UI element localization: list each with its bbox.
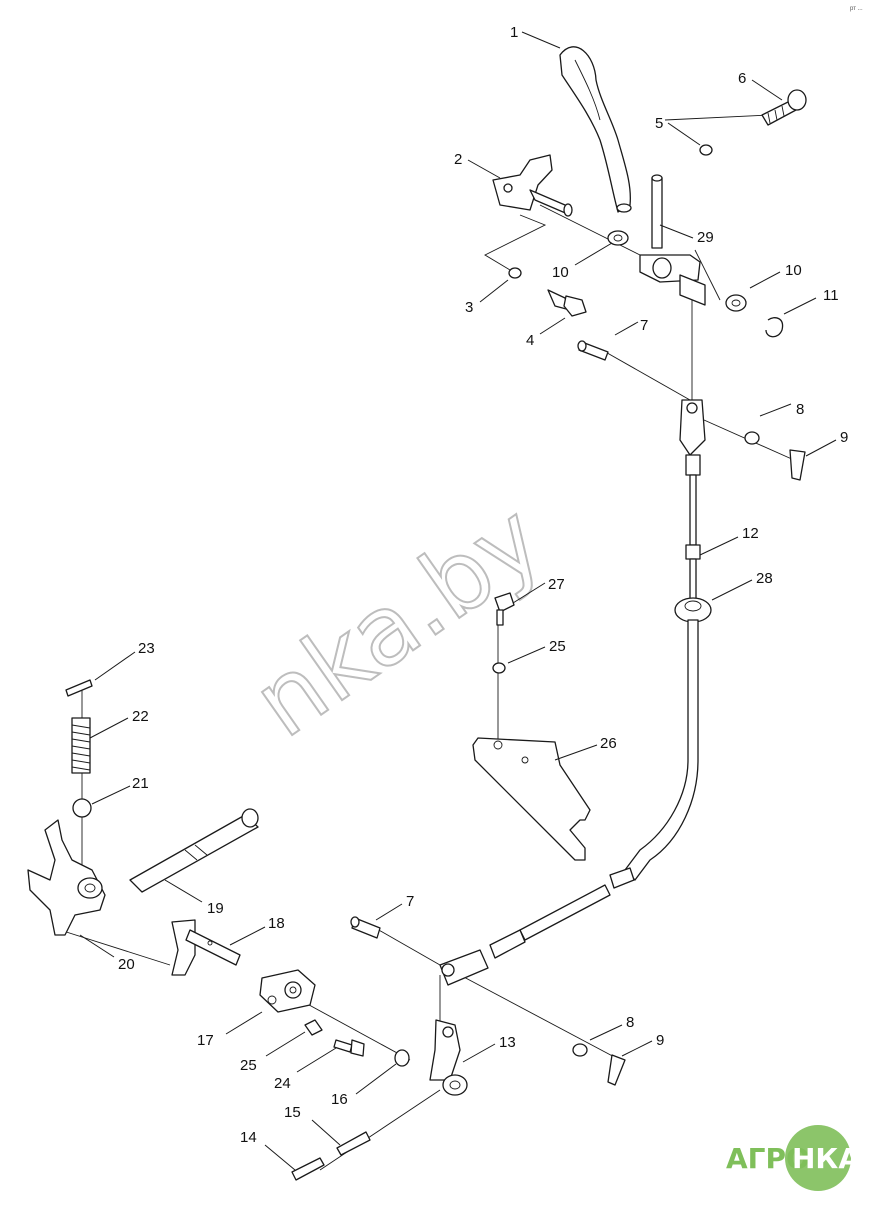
washer-10b — [725, 294, 747, 312]
callout-23: 23 — [138, 640, 155, 657]
callout-6: 6 — [738, 70, 746, 87]
logo-text-right: НКА — [792, 1142, 860, 1175]
cable-upper — [624, 399, 712, 881]
lever-13 — [429, 1019, 468, 1096]
callout-24: 24 — [274, 1075, 291, 1092]
callout-8-bottom: 8 — [626, 1014, 634, 1031]
logo-circle — [785, 1125, 851, 1191]
cotter-9-bottom — [607, 1054, 626, 1086]
callout-29: 29 — [697, 229, 714, 246]
callout-13: 13 — [499, 1034, 516, 1051]
washer-5 — [699, 144, 713, 156]
nut-25-lower — [304, 1019, 323, 1036]
pin-7-bottom — [350, 916, 381, 939]
nut-25-upper — [492, 662, 506, 674]
callout-26: 26 — [600, 735, 617, 752]
callout-5: 5 — [655, 115, 663, 132]
callout-14: 14 — [240, 1129, 257, 1146]
gear-lever-part — [559, 46, 632, 213]
fork-20 — [27, 819, 106, 936]
callout-2: 2 — [454, 151, 462, 168]
callout-27: 27 — [548, 576, 565, 593]
callout-10a: 10 — [552, 264, 569, 281]
callout-18: 18 — [268, 915, 285, 932]
callout-25-upper: 25 — [549, 638, 566, 655]
pivot-29 — [639, 174, 706, 306]
callout-9-top: 9 — [840, 429, 848, 446]
logo-text-left: АГРО — [726, 1142, 810, 1175]
callout-28: 28 — [756, 570, 773, 587]
callout-numbers: 1 2 3 4 5 6 7 8 9 10 10 11 12 13 14 15 1… — [118, 24, 848, 1146]
pin-14 — [291, 1157, 325, 1181]
bracket-26 — [472, 737, 591, 861]
callout-9-bottom: 9 — [656, 1032, 664, 1049]
callout-16: 16 — [331, 1091, 348, 1108]
bolt-24 — [333, 1039, 365, 1057]
linkage-lines — [59, 114, 795, 1171]
shaft-18 — [171, 919, 241, 976]
callout-10b: 10 — [785, 262, 802, 279]
callout-1: 1 — [510, 24, 518, 41]
block-17 — [259, 969, 316, 1013]
callout-21: 21 — [132, 775, 149, 792]
spring-22 — [71, 717, 91, 774]
callout-8-top: 8 — [796, 401, 804, 418]
cable-lower — [439, 867, 635, 986]
washer-8-top — [744, 431, 760, 445]
callout-11: 11 — [823, 287, 839, 304]
washer-8-bottom — [572, 1043, 588, 1057]
pin-7-top — [577, 340, 609, 361]
callout-20: 20 — [118, 956, 135, 973]
pin-15 — [336, 1131, 371, 1156]
callout-3: 3 — [465, 299, 473, 316]
washer-16 — [394, 1049, 410, 1067]
callout-7-bottom: 7 — [406, 893, 414, 910]
cotter-9-top — [789, 449, 806, 481]
callout-17: 17 — [197, 1032, 214, 1049]
callout-22: 22 — [132, 708, 149, 725]
corner-mark: рт ... — [850, 6, 863, 12]
callout-19: 19 — [207, 900, 224, 917]
agronka-logo: АГРО НКА — [726, 1125, 860, 1191]
shaft-19 — [129, 808, 259, 893]
leader-lines — [79, 31, 837, 1171]
callout-25-lower: 25 — [240, 1057, 257, 1074]
callout-12: 12 — [742, 525, 759, 542]
callout-4: 4 — [526, 332, 534, 349]
bolt-27 — [494, 592, 515, 626]
bolt-4 — [547, 289, 587, 317]
washer-10a — [607, 230, 629, 246]
callout-15: 15 — [284, 1104, 301, 1121]
washer-3 — [508, 267, 522, 279]
pin-23 — [65, 679, 93, 697]
bracket-part — [492, 154, 573, 217]
watermark-text: nka.by — [234, 482, 562, 758]
ball-21 — [72, 798, 92, 818]
circlip-11 — [765, 317, 784, 338]
callout-7-top: 7 — [640, 317, 648, 334]
bolt-6 — [761, 89, 807, 126]
